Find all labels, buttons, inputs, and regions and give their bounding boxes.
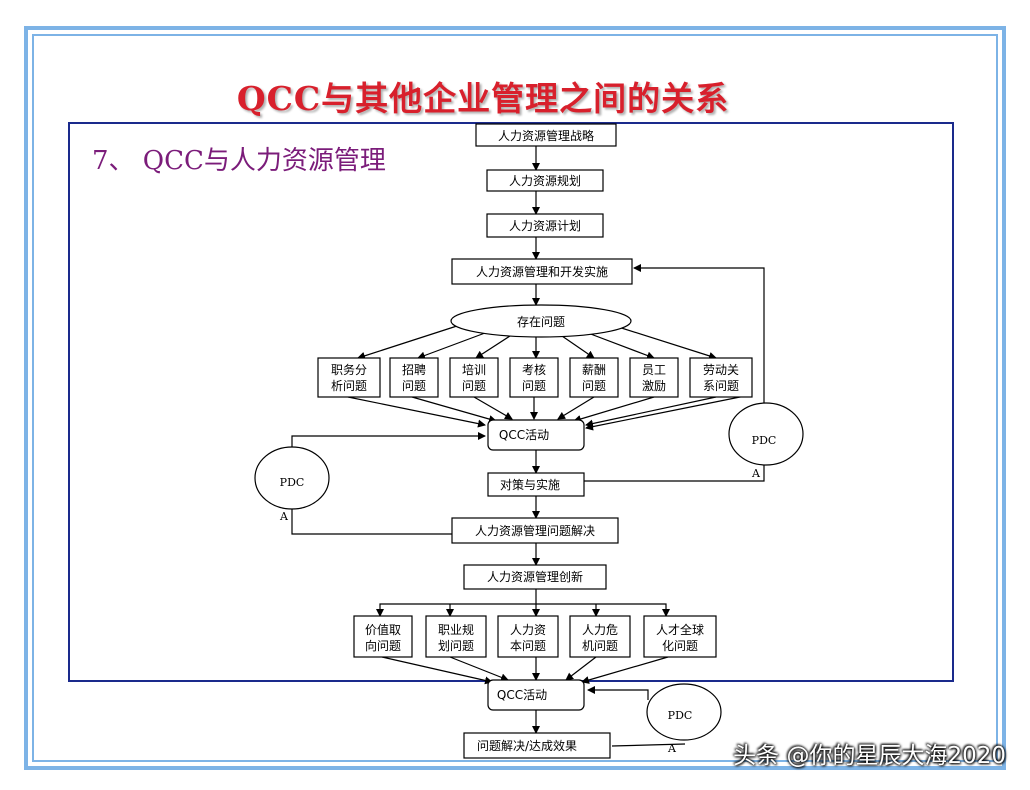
pdc-cycle-bottom: PDC A — [646, 683, 722, 755]
problem-appraisal: 考核 问题 — [509, 357, 559, 398]
svg-text:A: A — [667, 742, 677, 755]
issue-value-orientation: 价值取 向问题 — [353, 615, 413, 658]
svg-text:QCC活动: QCC活动 — [497, 688, 547, 702]
svg-text:人力资源管理问题解决: 人力资源管理问题解决 — [475, 523, 595, 538]
svg-text:PDC: PDC — [668, 709, 693, 722]
svg-text:人力资源规划: 人力资源规划 — [509, 173, 581, 188]
svg-text:化问题: 化问题 — [662, 639, 698, 653]
svg-text:人力危: 人力危 — [582, 623, 618, 637]
pdc-cycle-left: PDC A — [254, 446, 330, 523]
node-plan: 人力资源计划 — [486, 213, 604, 238]
svg-text:人力资源管理战略: 人力资源管理战略 — [498, 128, 594, 143]
node-effect: 问题解决/达成效果 — [463, 732, 611, 759]
svg-text:人力资源管理和开发实施: 人力资源管理和开发实施 — [476, 264, 608, 279]
svg-text:人力资源计划: 人力资源计划 — [509, 219, 581, 233]
svg-text:员工: 员工 — [642, 363, 666, 377]
issue-career-planning: 职业规 划问题 — [425, 615, 487, 658]
svg-text:激励: 激励 — [642, 379, 666, 393]
svg-text:人才全球: 人才全球 — [656, 622, 704, 637]
page-title: QCC与其他企业管理之间的关系 — [236, 79, 730, 118]
node-qcc-activity-2: QCC活动 — [487, 679, 585, 711]
svg-text:人力资源管理创新: 人力资源管理创新 — [487, 569, 583, 584]
issue-hr-crisis: 人力危 机问题 — [569, 615, 631, 658]
svg-text:职业规: 职业规 — [438, 622, 474, 637]
connectors — [291, 146, 765, 747]
svg-text:价值取: 价值取 — [365, 622, 401, 637]
svg-text:问题: 问题 — [582, 379, 606, 393]
svg-text:问题解决/达成效果: 问题解决/达成效果 — [477, 738, 577, 753]
svg-text:存在问题: 存在问题 — [517, 315, 565, 329]
problem-salary: 薪酬 问题 — [569, 357, 619, 398]
svg-text:薪酬: 薪酬 — [582, 363, 606, 377]
svg-text:向问题: 向问题 — [365, 638, 401, 653]
svg-text:系问题: 系问题 — [703, 379, 739, 393]
problem-labor-relations: 劳动关 系问题 — [689, 357, 753, 398]
node-problem-solving: 人力资源管理问题解决 — [451, 517, 619, 544]
svg-text:PDC: PDC — [752, 434, 777, 447]
node-planning: 人力资源规划 — [486, 169, 604, 192]
svg-text:培训: 培训 — [462, 362, 486, 377]
section-subtitle: 7、 QCC与人力资源管理 — [92, 146, 386, 176]
svg-text:A: A — [279, 510, 289, 523]
issue-talent-globalization: 人才全球 化问题 — [643, 615, 717, 658]
node-qcc-activity-1: QCC活动 — [487, 419, 585, 451]
problem-job-analysis: 职务分 析问题 — [317, 357, 381, 398]
svg-text:机问题: 机问题 — [582, 639, 618, 653]
node-measures: 对策与实施 — [487, 472, 585, 497]
svg-text:PDC: PDC — [280, 476, 305, 489]
svg-text:问题: 问题 — [402, 379, 426, 393]
svg-text:考核: 考核 — [522, 363, 546, 377]
svg-text:析问题: 析问题 — [331, 379, 367, 393]
node-innovation: 人力资源管理创新 — [463, 564, 607, 590]
problem-training: 培训 问题 — [449, 357, 499, 398]
inner-border — [32, 34, 998, 762]
svg-text:A: A — [751, 467, 761, 480]
svg-text:人力资: 人力资 — [510, 623, 546, 637]
svg-text:劳动关: 劳动关 — [703, 363, 739, 377]
pdc-cycle-right: PDC A — [728, 402, 804, 480]
issue-human-capital: 人力资 本问题 — [497, 615, 559, 658]
node-problems: 存在问题 — [450, 304, 632, 338]
svg-text:划问题: 划问题 — [438, 639, 474, 653]
watermark: 头条 @你的星辰大海2020 — [733, 743, 1006, 769]
svg-text:对策与实施: 对策与实施 — [500, 477, 560, 492]
node-implement: 人力资源管理和开发实施 — [451, 258, 633, 285]
svg-text:问题: 问题 — [522, 379, 546, 393]
problem-incentive: 员工 激励 — [629, 357, 679, 398]
svg-text:招聘: 招聘 — [402, 363, 426, 377]
svg-text:QCC活动: QCC活动 — [499, 428, 549, 442]
svg-text:本问题: 本问题 — [510, 639, 546, 653]
svg-text:问题: 问题 — [462, 379, 486, 393]
outer-border — [24, 26, 1006, 770]
node-strategy: 人力资源管理战略 — [475, 123, 617, 147]
problem-recruitment: 招聘 问题 — [389, 357, 439, 398]
svg-text:职务分: 职务分 — [331, 362, 367, 377]
